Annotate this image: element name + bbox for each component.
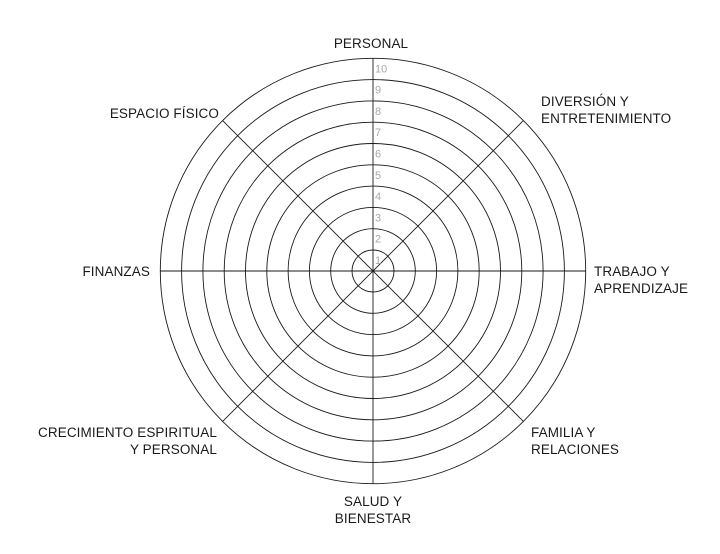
- wheel-scale: 1 2 3 4 5 6 7 8 9 10: [375, 63, 387, 267]
- category-label-line: FINANZAS: [82, 264, 150, 279]
- scale-label-4: 4: [375, 191, 381, 203]
- scale-label-7: 7: [375, 127, 381, 139]
- category-label-line: PERSONAL: [334, 36, 409, 51]
- category-label-line: DIVERSIÓN Y: [541, 94, 629, 109]
- category-label-finanzas: FINANZAS: [82, 264, 150, 279]
- category-label-line: APRENDIZAJE: [594, 281, 688, 296]
- scale-label-8: 8: [375, 106, 381, 118]
- category-label-espacio: ESPACIO FÍSICO: [110, 106, 219, 121]
- wheel-category-labels: PERSONAL DIVERSIÓN Y ENTRETENIMIENTO TRABAJ…: [38, 36, 688, 526]
- category-label-line: Y PERSONAL: [130, 442, 217, 457]
- category-label-line: FAMILIA Y: [531, 425, 595, 440]
- wheel-spokes: [160, 58, 586, 484]
- scale-label-2: 2: [375, 234, 381, 246]
- spoke-diagonal-se-nw: [222, 120, 524, 422]
- category-label-personal: PERSONAL: [334, 36, 409, 51]
- scale-label-3: 3: [375, 212, 381, 224]
- scale-label-9: 9: [375, 85, 381, 97]
- category-label-line: ENTRETENIMIENTO: [541, 111, 671, 126]
- scale-label-10: 10: [375, 63, 387, 75]
- category-label-crecimiento: CRECIMIENTO ESPIRITUAL Y PERSONAL: [38, 425, 217, 457]
- scale-label-6: 6: [375, 149, 381, 161]
- category-label-line: SALUD Y: [344, 494, 402, 509]
- category-label-line: TRABAJO Y: [594, 264, 670, 279]
- category-label-line: CRECIMIENTO ESPIRITUAL: [38, 425, 217, 440]
- category-label-line: BIENESTAR: [335, 511, 412, 526]
- category-label-salud: SALUD Y BIENESTAR: [335, 494, 412, 526]
- category-label-trabajo: TRABAJO Y APRENDIZAJE: [594, 264, 688, 296]
- category-label-familia: FAMILIA Y RELACIONES: [531, 425, 619, 457]
- scale-label-5: 5: [375, 170, 381, 182]
- category-label-line: ESPACIO FÍSICO: [110, 106, 219, 121]
- scale-label-1: 1: [375, 255, 381, 267]
- category-label-line: RELACIONES: [531, 442, 619, 457]
- category-label-diversion: DIVERSIÓN Y ENTRETENIMIENTO: [541, 94, 671, 126]
